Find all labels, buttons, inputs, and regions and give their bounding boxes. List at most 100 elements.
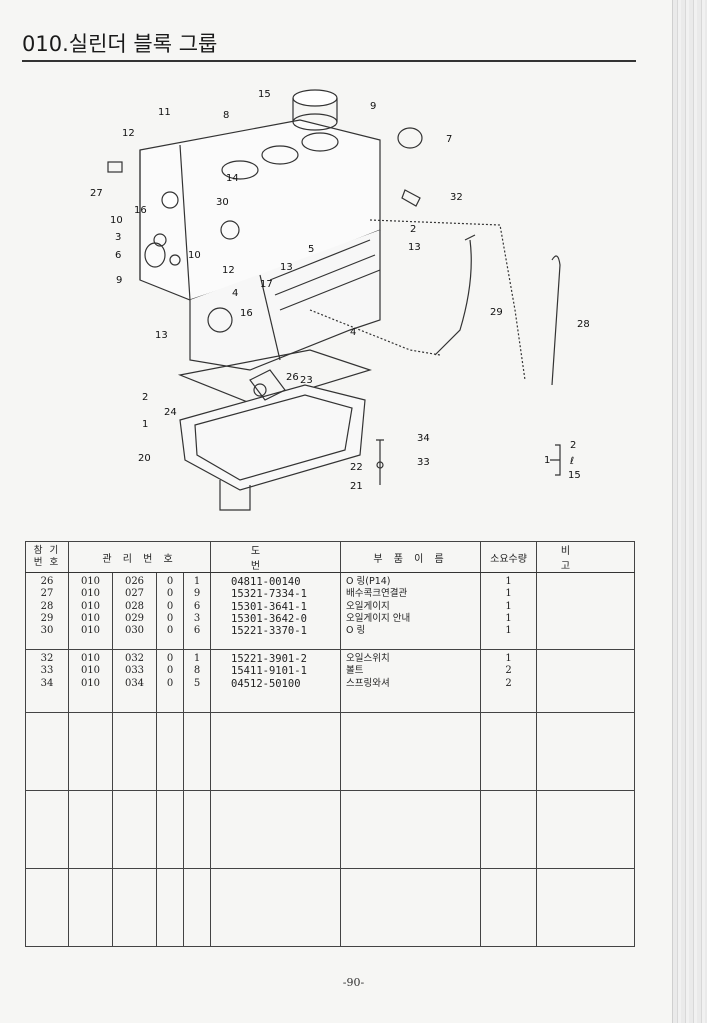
table-row-empty bbox=[25, 790, 636, 869]
callout-13b: 13 bbox=[280, 262, 293, 273]
check-digit: 1 bbox=[193, 653, 201, 664]
part-name: 배수콕크연결관 bbox=[346, 588, 408, 600]
quantity: 1 bbox=[505, 612, 512, 624]
header-ref-no: 참 기 번 호 bbox=[25, 541, 69, 573]
item-code: 033 bbox=[124, 665, 145, 677]
sub-code-a: 0 bbox=[166, 576, 174, 587]
quantity: 1 bbox=[505, 588, 512, 600]
callout-2c: 2 bbox=[570, 440, 576, 451]
ref-26: 26 bbox=[40, 576, 54, 587]
callout-28: 28 bbox=[577, 319, 590, 330]
callout-27: 27 bbox=[90, 188, 103, 199]
part-name: 볼트 bbox=[346, 665, 364, 677]
ref-34: 34 bbox=[40, 677, 54, 689]
callout-17: 17 bbox=[260, 279, 273, 290]
callout-34: 34 bbox=[417, 433, 430, 444]
callout-1b: 1 bbox=[544, 455, 550, 466]
drawing-number: 15301-3642-0 bbox=[231, 612, 307, 625]
callout-10: 10 bbox=[110, 215, 123, 226]
callout-15b: 15 bbox=[568, 470, 581, 481]
callout-5: 5 bbox=[308, 244, 314, 255]
group-code: 010 bbox=[80, 625, 101, 637]
callout-4b: 4 bbox=[350, 327, 356, 338]
parts-illustration: 15 11 8 9 12 7 27 32 14 30 16 2 10 10 3 … bbox=[90, 89, 590, 511]
page-header: 010.실린더 블록 그룹 bbox=[22, 30, 636, 62]
part-name: 오일게이지 bbox=[346, 600, 390, 612]
header-drawing-no: 도 번 bbox=[210, 541, 342, 573]
sub-code-a: 0 bbox=[166, 600, 174, 612]
part-name: O 링(P14) bbox=[346, 576, 391, 587]
group-code: 010 bbox=[80, 588, 101, 600]
ref-28: 28 bbox=[40, 600, 54, 612]
drawing-number: 04811-00140 bbox=[231, 576, 301, 588]
group-code: 010 bbox=[80, 665, 101, 677]
item-code: 030 bbox=[124, 625, 145, 637]
header-mgmt-no: 관 리 번 호 bbox=[67, 541, 212, 573]
part-name: 오일스위치 bbox=[346, 653, 390, 664]
sub-code-a: 0 bbox=[166, 588, 174, 600]
callout-12: 12 bbox=[122, 128, 135, 139]
check-digit: 1 bbox=[193, 576, 201, 587]
ref-32: 32 bbox=[40, 653, 54, 664]
parts-table: 참 기 번 호 관 리 번 호 도 번 부 품 이 름 소요수량 비 고 26 … bbox=[25, 541, 636, 947]
page-edge bbox=[672, 0, 707, 1023]
group-code: 010 bbox=[80, 600, 101, 612]
group-code: 010 bbox=[80, 612, 101, 624]
item-code: 034 bbox=[124, 677, 145, 689]
callout-10b: 10 bbox=[188, 250, 201, 261]
callout-1: 1 bbox=[142, 419, 148, 430]
quantity: 1 bbox=[505, 576, 512, 587]
check-digit: 8 bbox=[193, 665, 201, 677]
callout-ell: ℓ bbox=[570, 456, 574, 467]
page-title: 010.실린더 블록 그룹 bbox=[22, 32, 218, 56]
remarks-cell bbox=[536, 572, 636, 650]
callout-13: 13 bbox=[408, 242, 421, 253]
callout-12b: 12 bbox=[222, 265, 235, 276]
callout-11: 11 bbox=[158, 107, 171, 118]
callout-6: 6 bbox=[115, 250, 121, 261]
callout-21: 21 bbox=[350, 481, 363, 492]
quantity: 1 bbox=[505, 600, 512, 612]
sub-code-a: 0 bbox=[166, 677, 174, 689]
callout-22: 22 bbox=[350, 462, 363, 473]
drawing-number: 15301-3641-1 bbox=[231, 600, 307, 613]
callout-14: 14 bbox=[226, 173, 239, 184]
check-digit: 5 bbox=[193, 677, 201, 689]
callout-16b: 16 bbox=[240, 308, 253, 319]
callout-15: 15 bbox=[258, 89, 271, 100]
check-digit: 6 bbox=[193, 625, 201, 637]
part-name: O 링 bbox=[346, 625, 366, 637]
page-number: -90- bbox=[342, 976, 365, 989]
check-digit: 6 bbox=[193, 600, 201, 612]
callout-2b: 2 bbox=[142, 392, 148, 403]
callout-29: 29 bbox=[490, 307, 503, 318]
callout-4: 4 bbox=[232, 288, 238, 299]
callout-30: 30 bbox=[216, 197, 229, 208]
item-code: 028 bbox=[124, 600, 145, 612]
callout-24: 24 bbox=[164, 407, 177, 418]
quantity: 2 bbox=[505, 677, 512, 689]
check-digit: 3 bbox=[193, 612, 201, 624]
table-row-group-2: 32 33 34 010 010 010 032 033 034 0 0 0 1… bbox=[25, 649, 636, 713]
drawing-number: 15411-9101-1 bbox=[231, 665, 307, 678]
callout-16: 16 bbox=[134, 205, 147, 216]
exploded-parts-diagram: 15 11 8 9 12 7 27 32 14 30 16 2 10 10 3 … bbox=[80, 80, 610, 520]
item-code: 026 bbox=[124, 576, 145, 587]
sub-code-a: 0 bbox=[166, 665, 174, 677]
sub-code-a: 0 bbox=[166, 625, 174, 637]
drawing-number: 15221-3901-2 bbox=[231, 653, 307, 665]
callout-32: 32 bbox=[450, 192, 463, 203]
callout-9b: 9 bbox=[116, 275, 122, 286]
header-part-name: 부 품 이 름 bbox=[340, 541, 482, 573]
callout-20: 20 bbox=[138, 453, 151, 464]
quantity: 1 bbox=[505, 653, 512, 664]
table-row-empty bbox=[25, 712, 636, 791]
table-row-group-1: 26 27 28 29 30 010 010 010 010 010 026 0… bbox=[25, 572, 636, 650]
group-code: 010 bbox=[80, 576, 101, 587]
item-code: 027 bbox=[124, 588, 145, 600]
part-name: 오일게이지 안내 bbox=[346, 612, 411, 624]
ref-33: 33 bbox=[40, 665, 54, 677]
item-code: 032 bbox=[124, 653, 145, 664]
ref-27: 27 bbox=[40, 588, 54, 600]
quantity: 1 bbox=[505, 625, 512, 637]
